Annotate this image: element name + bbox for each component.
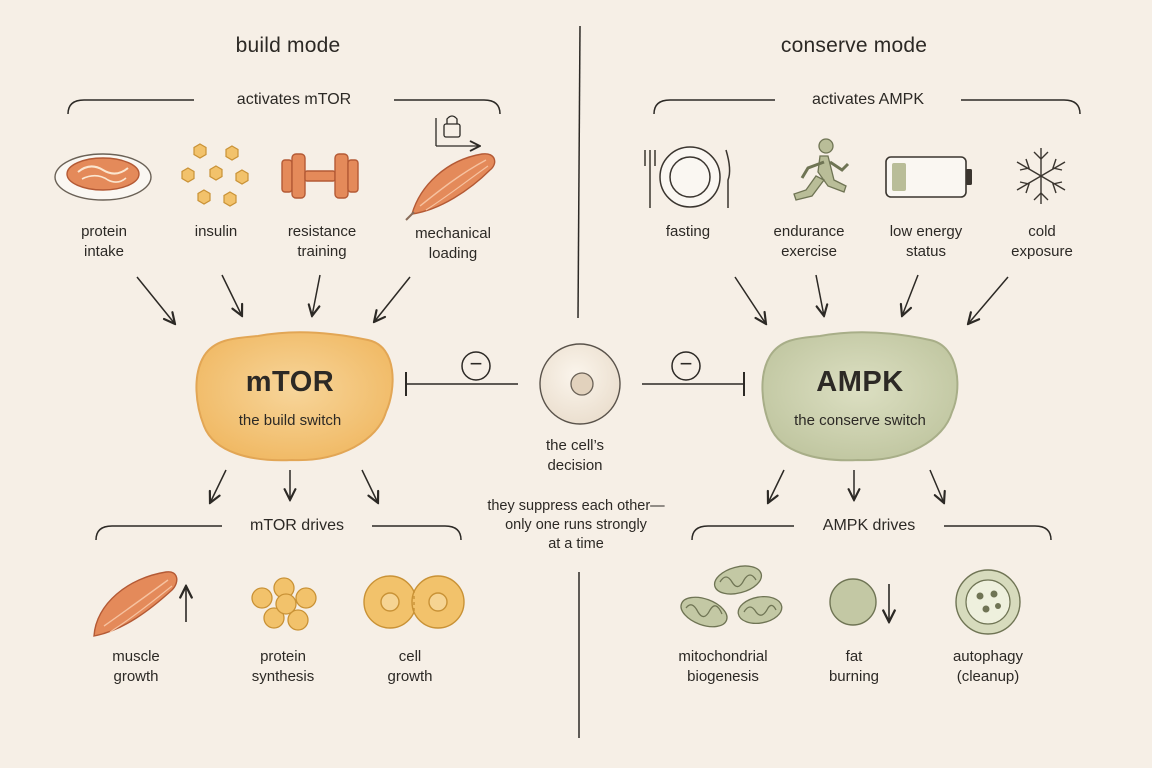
arrow-ampk-to-mito <box>768 469 785 503</box>
label-cold-exposure: cold exposure <box>1011 223 1073 260</box>
inhibit-symbol-left: − <box>469 351 483 376</box>
arrow-cold-to-ampk <box>968 276 1009 324</box>
label-mitochondrial-biogenesis: mitochondrial biogenesis <box>678 648 768 685</box>
ampk-hub-subtitle: the conserve switch <box>794 412 926 429</box>
low-battery-icon <box>885 156 972 198</box>
label-resistance-training: resistance training <box>287 223 357 260</box>
arrow-insulin-to-mtor <box>221 274 242 316</box>
arrow-ampk-to-autophagy <box>929 469 944 503</box>
activates-mtor-heading: activates mTOR <box>194 90 394 111</box>
muscle-up-icon <box>93 571 186 637</box>
label-fat-burning: fat burning <box>828 648 880 685</box>
label-protein-synthesis: protein synthesis <box>251 648 315 685</box>
mtor-hub-name: mTOR <box>245 366 335 398</box>
cell-decision-label: the cell’s decision <box>545 437 605 474</box>
label-insulin: insulin <box>194 223 238 240</box>
fat-droplet-down-icon <box>829 578 889 626</box>
label-endurance-exercise: endurance exercise <box>773 223 845 260</box>
conserve-mode-title: conserve mode <box>780 34 928 57</box>
label-muscle-growth: muscle growth <box>112 648 160 685</box>
build-mode-title: build mode <box>235 34 341 57</box>
label-cell-growth: cell growth <box>387 648 433 685</box>
mtor-drives-heading: mTOR drives <box>222 516 372 537</box>
activates-ampk-heading: activates AMPK <box>775 90 961 111</box>
inhibit-circle-right <box>671 351 701 381</box>
label-fasting: fasting <box>665 223 711 240</box>
insulin-hexagons-icon <box>181 143 249 207</box>
snowflake-icon <box>1016 148 1066 204</box>
protein-cluster-icon <box>251 577 317 631</box>
empty-plate-icon <box>644 146 731 208</box>
cell-decision-icon <box>539 343 621 425</box>
steak-plate-icon <box>54 153 152 201</box>
mutual-suppression-note: they suppress each other— only one runs … <box>487 498 665 552</box>
ampk-drives-heading: AMPK drives <box>794 516 944 537</box>
inhibit-circle-left <box>461 351 491 381</box>
ampk-hub-name: AMPK <box>816 366 904 398</box>
arrow-mtor-to-muscle <box>210 469 227 503</box>
mtor-hub-subtitle: the build switch <box>238 412 342 429</box>
divider-top <box>577 25 581 319</box>
runner-icon <box>793 138 850 201</box>
mitochondria-icon <box>680 565 783 628</box>
dumbbell-icon <box>281 153 359 199</box>
arrow-endurance-to-ampk <box>815 274 824 316</box>
ampk-hub <box>761 331 959 462</box>
label-protein-intake: protein intake <box>81 223 127 260</box>
mtor-hub <box>195 331 394 462</box>
arrow-protein-to-mtor <box>136 276 175 324</box>
arrow-mtor-to-cell <box>361 469 378 503</box>
label-autophagy: autophagy (cleanup) <box>952 648 1024 685</box>
inhibit-symbol-right: − <box>679 351 693 376</box>
label-low-energy-status: low energy status <box>889 223 963 260</box>
arrow-lowenergy-to-ampk <box>902 274 919 316</box>
arrow-loading-to-mtor <box>374 276 411 322</box>
loaded-muscle-icon <box>405 115 496 221</box>
arrow-resistance-to-mtor <box>312 274 321 316</box>
arrow-fasting-to-ampk <box>734 276 766 324</box>
label-mechanical-loading: mechanical loading <box>415 225 491 262</box>
dividing-cell-icon <box>363 575 465 629</box>
autophagy-cell-icon <box>955 569 1021 635</box>
